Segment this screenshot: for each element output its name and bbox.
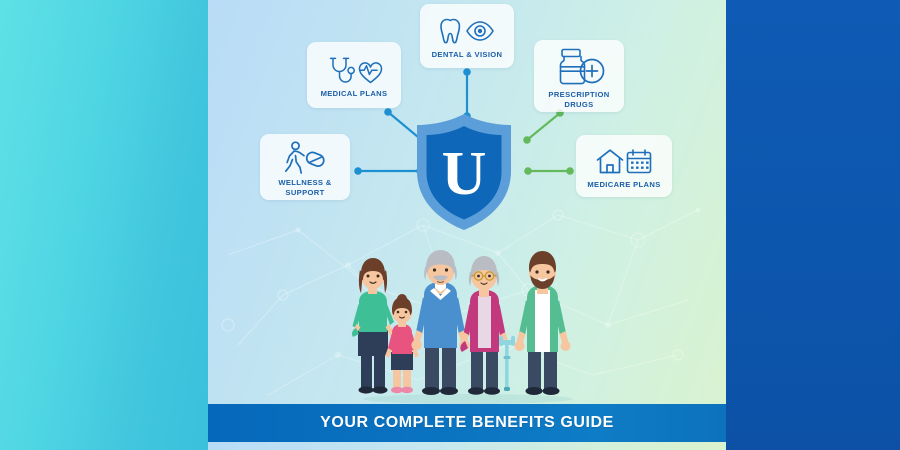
center-panel: MEDICAL PLANS DENTAL & VISION (208, 0, 726, 450)
eyeglasses-icon (471, 271, 497, 281)
person-grandfather (411, 250, 470, 395)
medical-cross-icon (579, 58, 605, 84)
banner-bottom-strip (208, 442, 726, 450)
heart-pulse-icon (358, 62, 383, 84)
connector-medicare-plans (524, 167, 574, 175)
person-mother (351, 258, 395, 394)
person-father (514, 251, 571, 395)
connector-prescription-drugs (523, 109, 564, 144)
card-medicare-plans[interactable]: MEDICARE PLANS (576, 135, 672, 197)
bottom-banner: YOUR COMPLETE BENEFITS GUIDE (208, 404, 726, 442)
tooth-icon (440, 18, 494, 44)
card-label: PRESCRIPTION DRUGS (548, 90, 610, 109)
left-background-band (0, 0, 208, 450)
shield-letter: U (442, 140, 487, 208)
card-wellness-support[interactable]: WELLNESS & SUPPORT (260, 134, 350, 200)
card-label: MEDICAL PLANS (320, 88, 388, 98)
card-label: MEDICARE PLANS (587, 179, 661, 189)
stethoscope-icon (329, 57, 383, 84)
right-background-band (726, 0, 900, 450)
card-label: DENTAL & VISION (431, 49, 503, 59)
family-group-illustration (351, 250, 573, 404)
person-grandmother (460, 256, 515, 395)
capsule-icon (305, 151, 325, 168)
calendar-dots (631, 161, 649, 169)
card-dental-vision[interactable]: DENTAL & VISION (420, 4, 514, 68)
card-prescription-drugs[interactable]: PRESCRIPTION DRUGS (534, 40, 624, 112)
calendar-icon (626, 149, 652, 174)
shield-inner (426, 126, 502, 220)
banner-title: YOUR COMPLETE BENEFITS GUIDE (320, 414, 614, 431)
eye-icon (466, 21, 494, 41)
shield-logo[interactable]: U (409, 112, 519, 232)
walking-person-icon (284, 141, 325, 175)
card-label: WELLNESS & SUPPORT (278, 178, 332, 197)
pill-bottle-icon (559, 48, 605, 85)
benefits-hub-diagram: MEDICAL PLANS DENTAL & VISION (208, 0, 726, 235)
card-medical-plans[interactable]: MEDICAL PLANS (307, 42, 401, 108)
cane-icon (499, 336, 515, 391)
house-icon (596, 149, 652, 174)
